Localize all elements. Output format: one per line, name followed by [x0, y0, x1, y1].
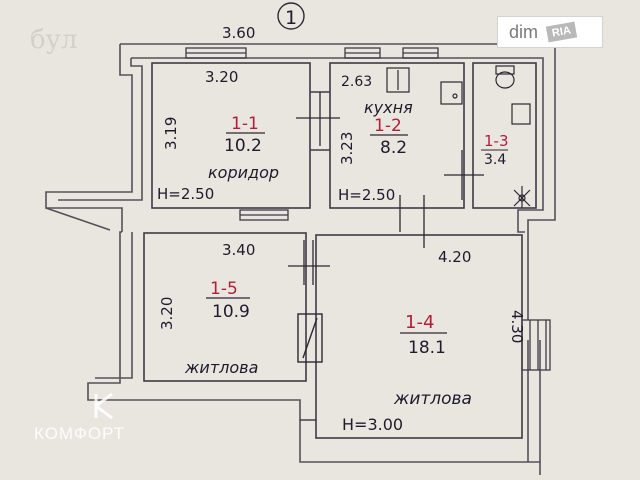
- dim-corridor-width: 3.20: [205, 68, 238, 86]
- watermark-ria: RIA: [545, 21, 578, 43]
- windows: [185, 47, 551, 371]
- room-name: коридор: [208, 163, 279, 182]
- dim-top-total: 3.60: [222, 24, 255, 42]
- dim-room4-width: 4.20: [438, 248, 471, 266]
- komfort-logo-icon: [94, 392, 113, 420]
- komfort-watermark: КОМФОРТ: [34, 390, 174, 450]
- dim-room5-length: 3.20: [158, 297, 176, 330]
- dim-kitchen-length: 3.23: [338, 132, 356, 165]
- room-area: 8.2: [380, 138, 407, 158]
- room-height: H=3.00: [342, 415, 403, 434]
- room-height: H=2.50: [157, 185, 214, 203]
- watermark-dim: dim: [509, 21, 539, 42]
- door-marks: [288, 92, 484, 421]
- sink-icon: [440, 81, 463, 105]
- dim-room4-length: 4.30: [508, 310, 526, 343]
- room-name: кухня: [364, 98, 413, 117]
- dimria-watermark: dim RIA: [497, 16, 603, 48]
- radiator: [297, 313, 323, 363]
- room-area: 18.1: [408, 338, 446, 358]
- room-id: 1-5: [210, 279, 238, 299]
- faded-text: бул: [30, 25, 77, 55]
- watermark-komfort: КОМФОРТ: [34, 424, 126, 443]
- room-name: житлова: [393, 389, 472, 409]
- room-name: житлова: [184, 358, 258, 377]
- room-id: 1-3: [484, 132, 509, 150]
- room-height: H=2.50: [338, 186, 395, 204]
- dim-corridor-length: 3.19: [162, 117, 180, 150]
- exterior-walls: [45, 43, 556, 475]
- section-marker: [277, 2, 305, 30]
- section-marker-label: 1: [285, 7, 297, 29]
- room-id: 1-1: [231, 114, 259, 134]
- bath-sink-icon: [511, 103, 531, 125]
- room-id: 1-4: [405, 312, 434, 333]
- room-area: 10.9: [212, 302, 250, 322]
- room-area: 10.2: [224, 136, 262, 156]
- stove-icon: [386, 67, 410, 93]
- room-walls: [143, 62, 537, 439]
- toilet-icon: [495, 65, 515, 89]
- shower-icon: [513, 186, 531, 208]
- dim-kitchen-width: 2.63: [341, 74, 372, 90]
- dim-room5-width: 3.40: [222, 241, 255, 259]
- room-id: 1-2: [374, 116, 402, 136]
- room-area: 3.4: [484, 152, 506, 168]
